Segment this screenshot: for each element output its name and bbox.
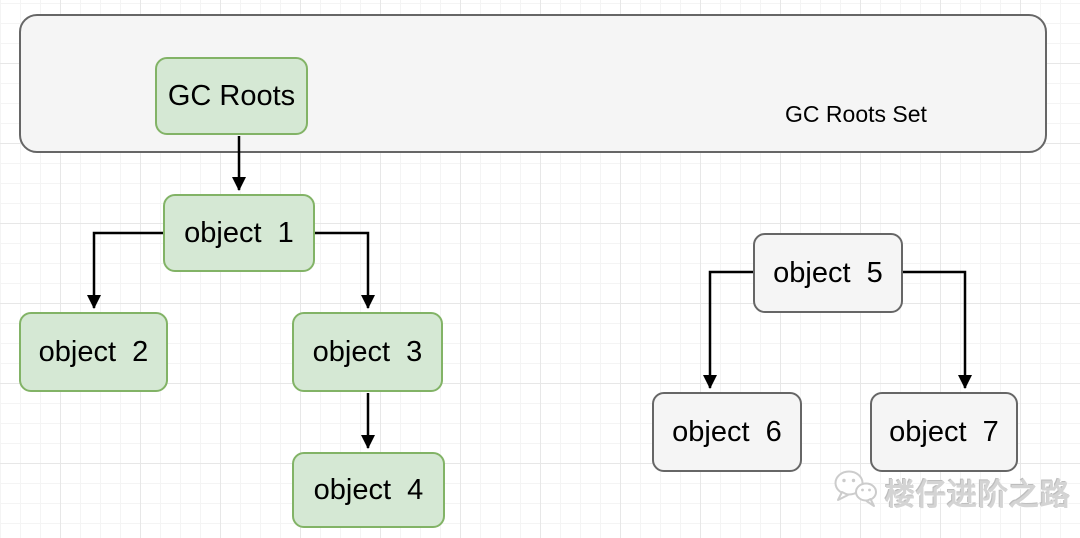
node-gc-roots: GC Roots [155, 57, 308, 135]
arrow-object5-to-object7 [903, 270, 972, 389]
gc-roots-set-label: GC Roots Set [785, 101, 927, 127]
node-object-4: object 4 [292, 452, 445, 528]
node-object-5: object 5 [753, 233, 903, 313]
watermark-text: 楼仔进阶之路 [885, 478, 1071, 512]
arrow-object5-to-object6 [703, 270, 753, 389]
wechat-icon [833, 468, 879, 515]
node-object-7: object 7 [870, 392, 1018, 472]
watermark: 楼仔进阶之路 [833, 468, 1071, 515]
node-object-3: object 3 [292, 312, 443, 392]
node-object-6: object 6 [652, 392, 802, 472]
node-object-1: object 1 [163, 194, 315, 272]
arrow-object1-to-object3 [315, 231, 375, 309]
node-object-2: object 2 [19, 312, 168, 392]
arrow-object1-to-object2 [87, 231, 163, 309]
